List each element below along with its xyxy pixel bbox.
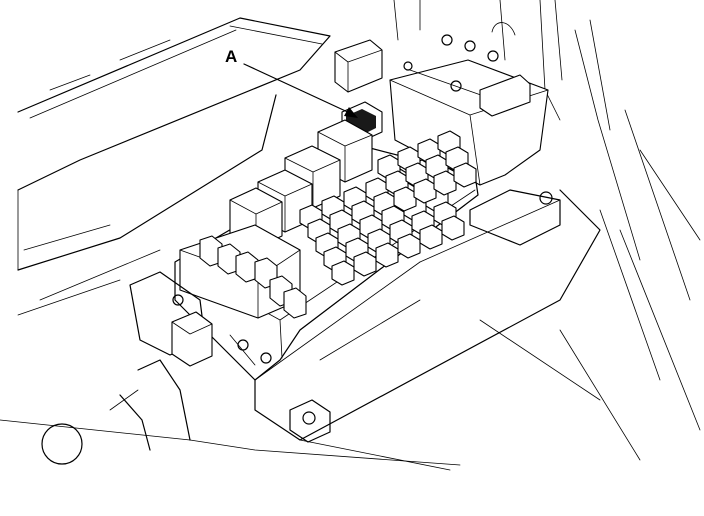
fuse-cell (433, 170, 457, 196)
callout-arrow (243, 63, 358, 118)
fuse-cell (393, 186, 417, 212)
fuse-cell (331, 260, 355, 286)
engine-cover (17, 17, 331, 316)
top-connector (334, 39, 383, 93)
fuse-cell (413, 178, 437, 204)
mount-bracket (109, 271, 272, 451)
fuse-cell (441, 215, 465, 241)
fuse-grid (299, 130, 477, 286)
hose-lines (393, 0, 701, 431)
fuse-cell (375, 242, 399, 268)
lower-tray (0, 189, 641, 471)
fuse-cell (353, 251, 377, 277)
fuse-cell (419, 224, 443, 250)
fuse-row-front (179, 224, 307, 319)
callout-label: A (225, 47, 238, 66)
fuse-cell (397, 233, 421, 259)
fuse-cell (453, 162, 477, 188)
